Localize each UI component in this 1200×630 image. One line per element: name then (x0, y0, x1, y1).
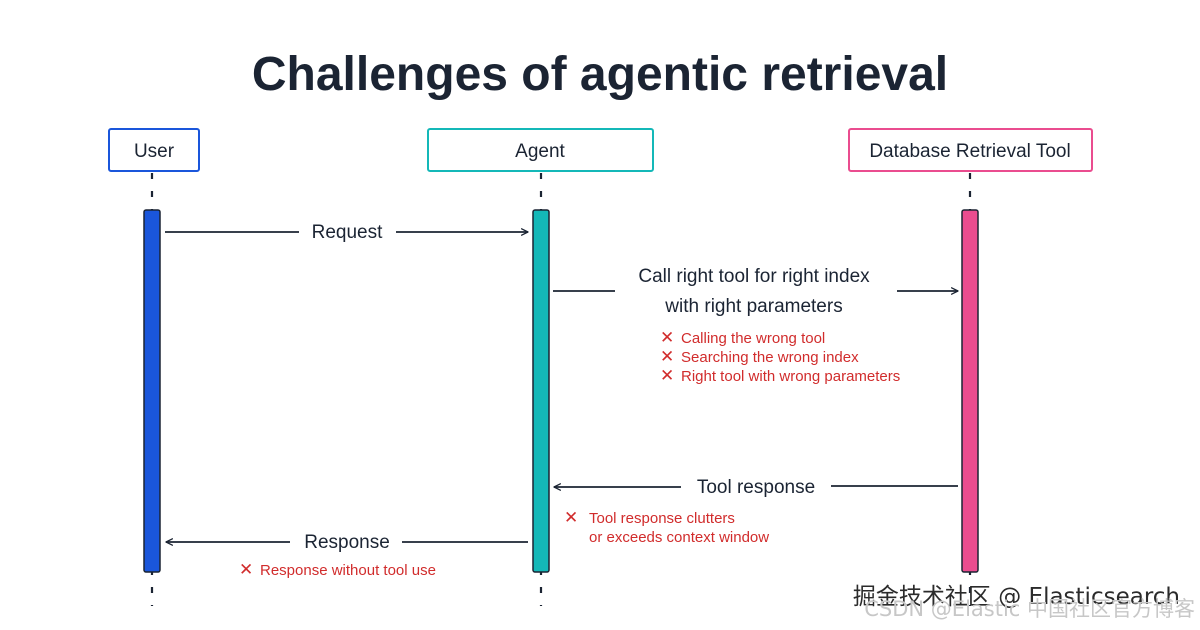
issue-x-icon: ✕ (564, 508, 578, 528)
call-issue-1: Calling the wrong tool (681, 330, 825, 347)
actor-user-box (108, 128, 200, 172)
tool-response-issue-1: Tool response clutters (589, 510, 735, 527)
actor-tool-box (848, 128, 1093, 172)
agent-activation-bar (532, 209, 550, 573)
issue-x-icon: ✕ (239, 560, 253, 580)
actor-tool-label: Database Retrieval Tool (869, 141, 1070, 162)
message-response: Response (165, 532, 528, 553)
actor-user: User (108, 128, 200, 172)
call-label-line2: with right parameters (664, 296, 842, 317)
tool-activation-bar (961, 209, 979, 573)
issue-x-icon: ✕ (660, 328, 674, 348)
tool-response-label: Tool response (697, 477, 815, 498)
watermark-juejin: 掘金技术社区 @ Elasticsearch (853, 584, 1180, 610)
issue-x-icon: ✕ (660, 347, 674, 367)
actor-agent: Agent (427, 128, 654, 172)
actor-agent-box (427, 128, 654, 172)
tool-response-issue-2: or exceeds context window (589, 529, 769, 546)
message-tool-response: Tool response (553, 477, 958, 498)
response-label: Response (304, 532, 390, 553)
tool-response-issues: ✕ Tool response clutters or exceeds cont… (564, 508, 769, 546)
user-activation-bar (143, 209, 161, 573)
message-request: Request (165, 222, 529, 243)
call-label-line1: Call right tool for right index (638, 266, 870, 287)
call-issue-3: Right tool with wrong parameters (681, 368, 900, 385)
message-call: Call right tool for right index with rig… (553, 266, 959, 317)
request-label: Request (312, 222, 383, 243)
actor-tool: Database Retrieval Tool (848, 128, 1093, 172)
issue-x-icon: ✕ (660, 366, 674, 386)
response-issues: ✕ Response without tool use (239, 560, 436, 580)
call-issue-2: Searching the wrong index (681, 349, 859, 366)
watermark-csdn: CSDN @Elastic 中国社区官方博客 (864, 597, 1195, 621)
actor-user-label: User (134, 141, 175, 162)
diagram-title: Challenges of agentic retrieval (252, 48, 948, 101)
response-issue-1: Response without tool use (260, 562, 436, 579)
actor-agent-label: Agent (515, 141, 565, 162)
call-issues: ✕ Calling the wrong tool ✕ Searching the… (660, 328, 900, 386)
